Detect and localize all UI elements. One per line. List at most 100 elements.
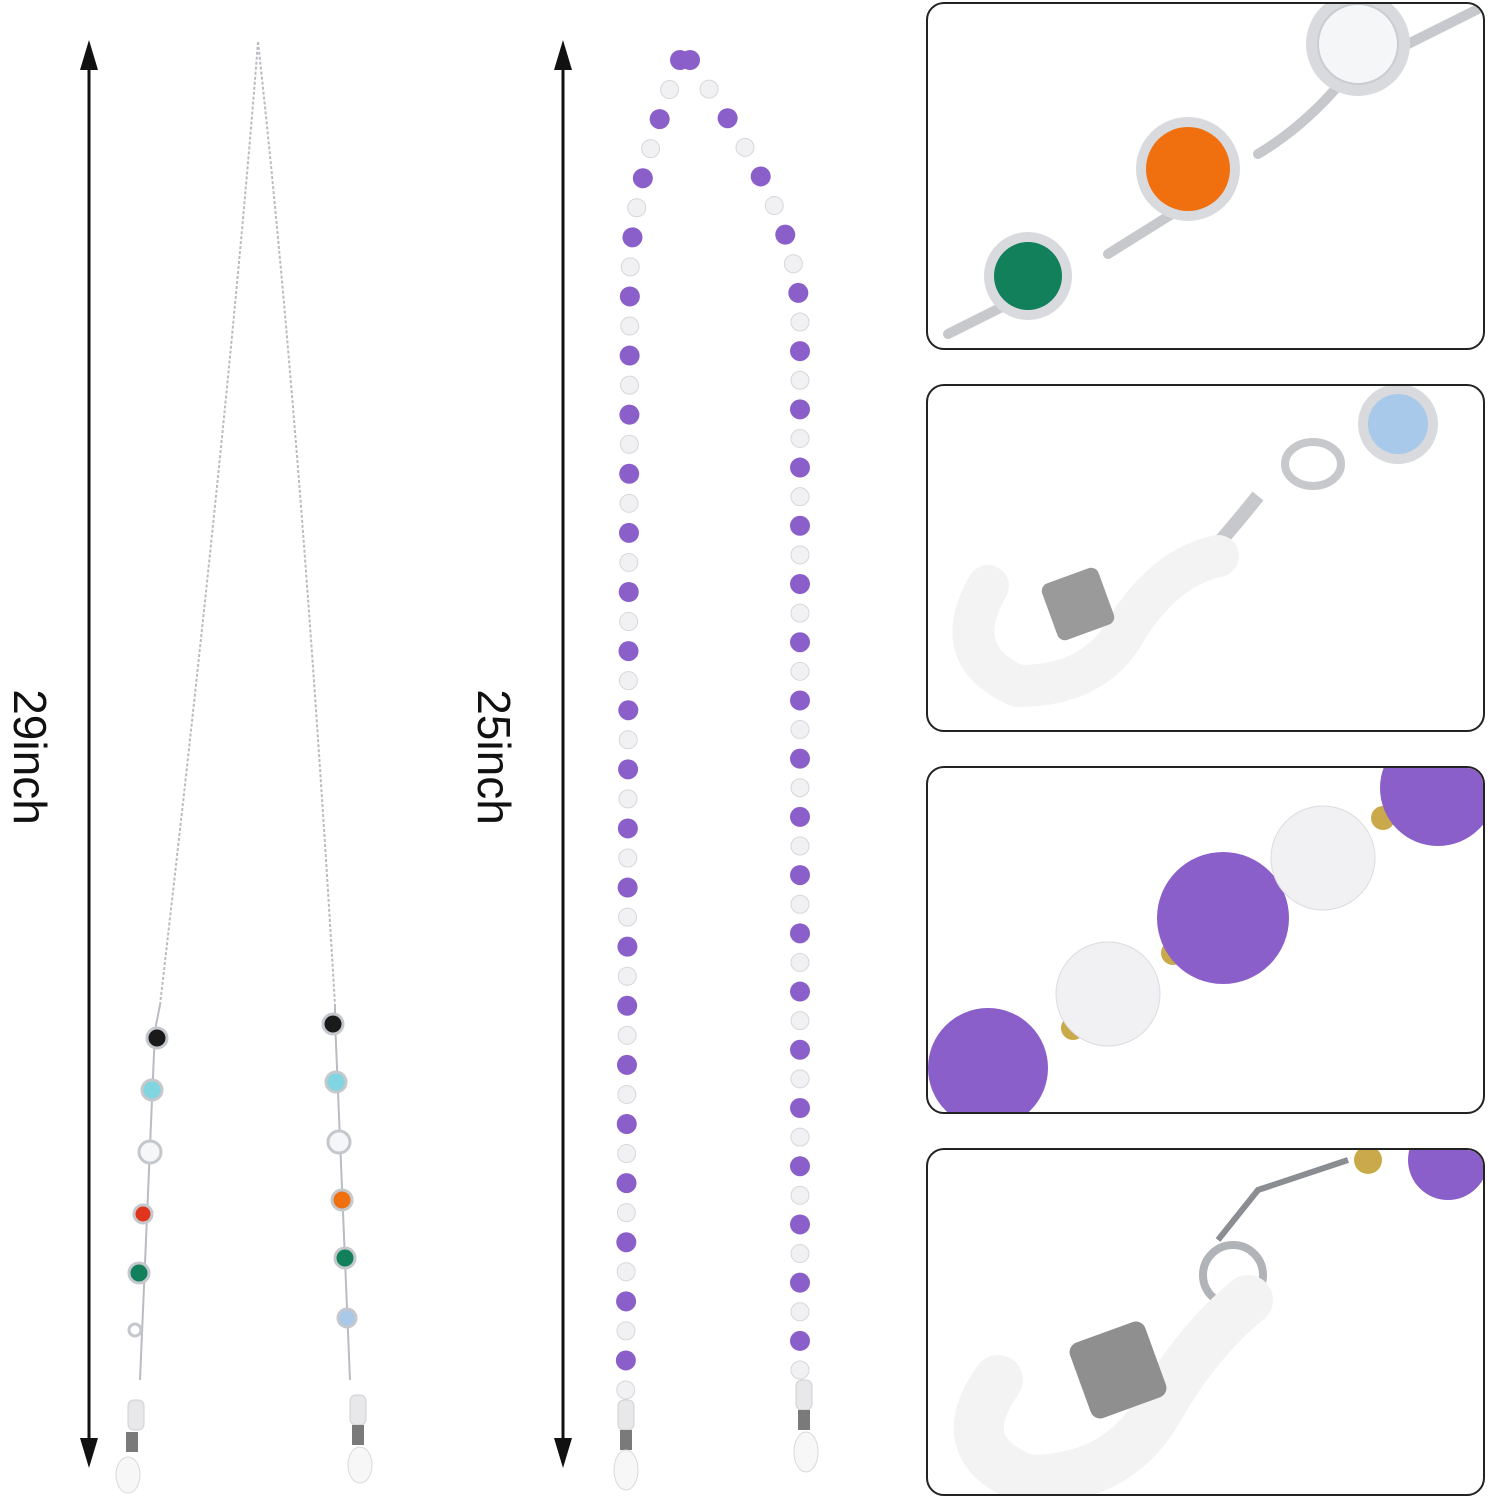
- bead: [790, 545, 810, 565]
- bead: [790, 894, 810, 914]
- bead: [790, 1185, 810, 1205]
- clasp-closeup: [952, 386, 1438, 708]
- bead: [790, 1011, 810, 1031]
- bead: [790, 1360, 810, 1380]
- bead: [618, 522, 639, 543]
- bead: [790, 1127, 810, 1147]
- bead: [750, 166, 771, 187]
- bead: [790, 923, 810, 944]
- bead: [618, 641, 639, 662]
- detail-panel-chain-end: [926, 1148, 1485, 1496]
- bead: [790, 661, 810, 681]
- bead: [699, 79, 719, 99]
- bead: [619, 434, 639, 454]
- silver-crystal-chain: [139, 41, 351, 1381]
- length-arrow-25-icon: [554, 40, 572, 1468]
- bead: [790, 690, 810, 711]
- bead: [620, 257, 640, 277]
- bead: [790, 1214, 810, 1235]
- bead: [790, 312, 810, 332]
- beads-closeup: [928, 768, 1483, 1112]
- bead: [617, 1084, 637, 1104]
- bead: [632, 168, 653, 189]
- bead: [618, 730, 638, 750]
- bead: [717, 108, 738, 129]
- bead: [735, 137, 755, 157]
- bead: [619, 286, 640, 307]
- bead: [618, 671, 638, 691]
- bead: [616, 1173, 637, 1194]
- bead: [619, 552, 639, 572]
- bead: [617, 966, 637, 986]
- bead: [617, 995, 638, 1016]
- bead: [790, 399, 810, 420]
- bead: [619, 612, 639, 632]
- bead: [616, 1291, 637, 1312]
- bead: [617, 877, 638, 898]
- purple-pearl-beaded-chain: [615, 50, 810, 1400]
- bead: [618, 907, 638, 927]
- bead: [616, 1232, 637, 1253]
- bead: [616, 1114, 637, 1134]
- left-chain-stones: [127, 1026, 169, 1338]
- bead: [775, 224, 796, 245]
- bead: [790, 952, 810, 972]
- bead: [616, 1054, 637, 1075]
- bead: [790, 1272, 810, 1293]
- bead: [790, 720, 810, 740]
- bead: [790, 574, 810, 594]
- bead: [618, 848, 638, 868]
- bead: [790, 457, 810, 478]
- bead: [619, 463, 640, 484]
- bead: [618, 789, 638, 809]
- bead: [790, 632, 810, 653]
- bead: [790, 1244, 810, 1264]
- bead: [790, 1156, 810, 1177]
- detail-panel-clasp: [926, 384, 1485, 732]
- bead: [783, 254, 803, 274]
- bead: [790, 487, 810, 507]
- bead: [616, 1380, 636, 1400]
- bead: [790, 1302, 810, 1322]
- bead: [790, 778, 810, 798]
- bead: [619, 404, 640, 425]
- bead: [788, 282, 809, 303]
- bead: [790, 603, 810, 623]
- bead: [790, 370, 810, 390]
- bead: [790, 865, 810, 886]
- bead: [790, 1069, 810, 1089]
- chain-end-closeup: [953, 1150, 1483, 1494]
- bead: [617, 936, 638, 957]
- detail-panel-crystal-links: [926, 2, 1485, 350]
- bead: [790, 748, 810, 769]
- bead: [622, 227, 643, 248]
- bead: [790, 806, 810, 827]
- bead: [618, 700, 639, 721]
- bead: [790, 428, 810, 448]
- beaded-chain-length-label: 25inch: [468, 689, 520, 825]
- bead: [790, 836, 810, 856]
- bead: [627, 198, 647, 218]
- bead: [790, 1330, 810, 1351]
- right-chain-stones: [321, 1012, 358, 1329]
- bead: [641, 139, 661, 159]
- bead: [649, 109, 670, 130]
- bead: [619, 493, 639, 513]
- chain-rubber-ends: [115, 1394, 373, 1494]
- bead: [616, 1262, 636, 1282]
- bead: [620, 375, 640, 395]
- bead: [790, 1098, 810, 1118]
- bead: [619, 345, 640, 366]
- bead: [790, 341, 810, 362]
- bead: [790, 515, 810, 536]
- bead: [790, 1039, 810, 1060]
- bead: [790, 981, 810, 1002]
- silver-chain-length-label: 29inch: [4, 689, 56, 825]
- bead: [616, 1321, 636, 1341]
- bead: [618, 759, 639, 780]
- bead: [618, 582, 639, 602]
- crystal-links-closeup: [943, 4, 1483, 339]
- length-arrow-29-icon: [80, 40, 98, 1468]
